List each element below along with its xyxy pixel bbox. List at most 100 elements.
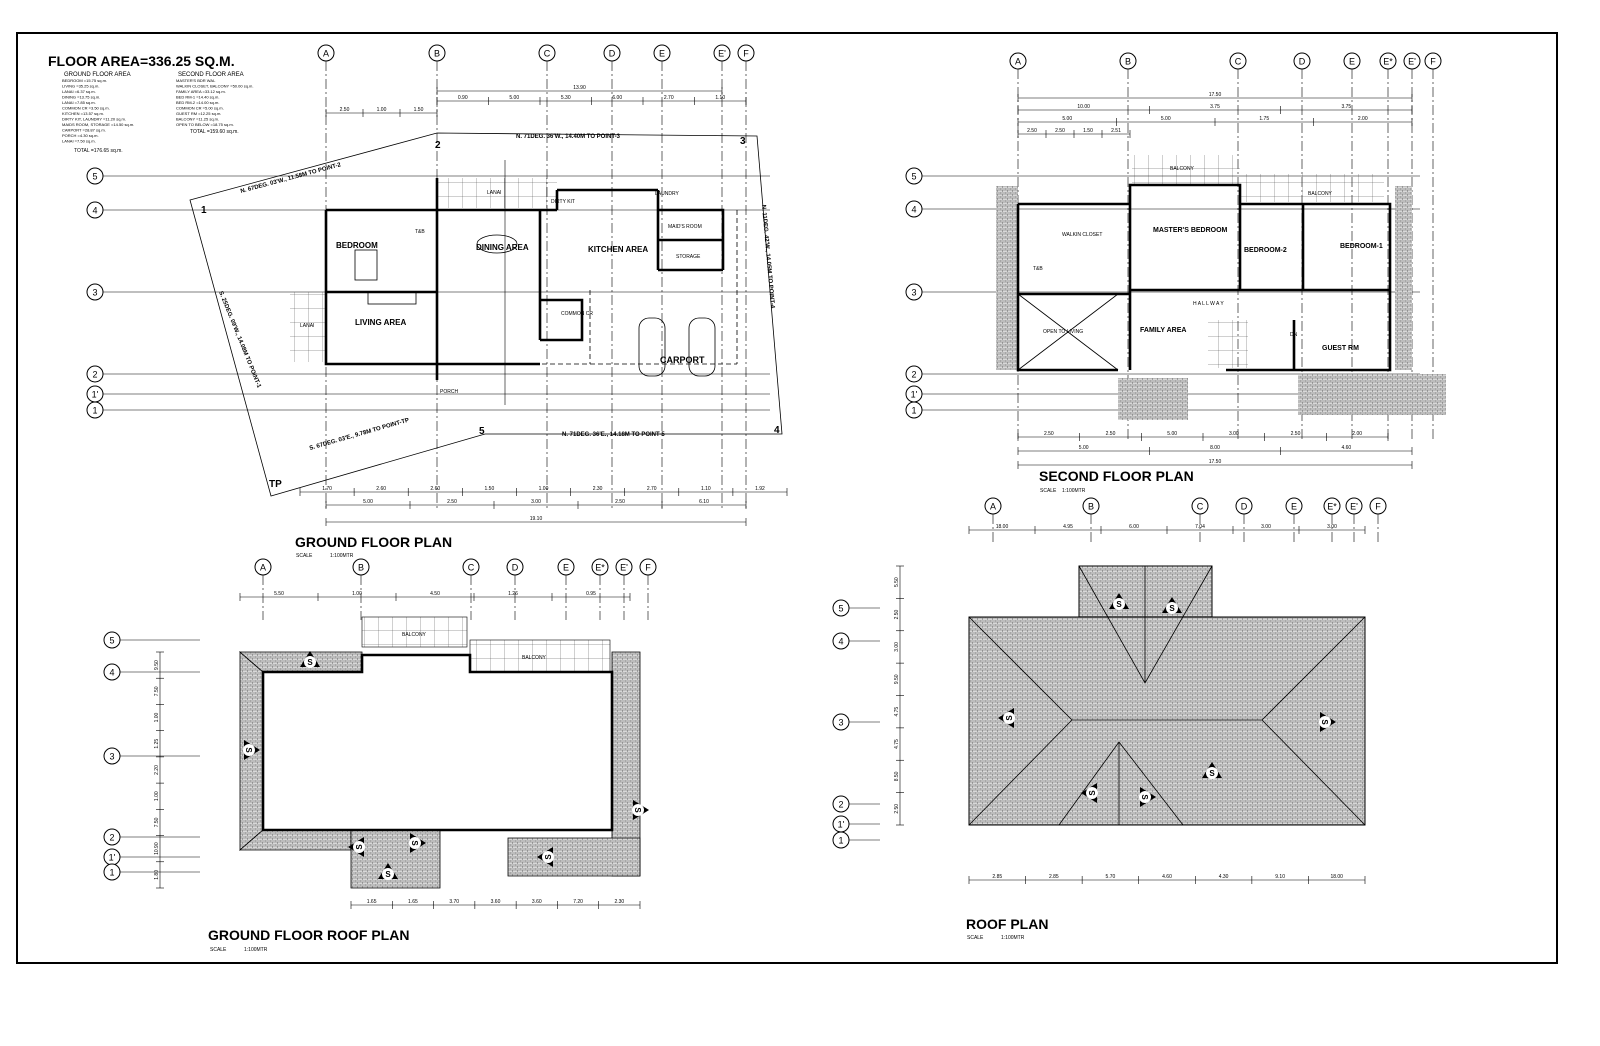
grid-bubble — [832, 795, 850, 813]
room-dirty-kit: DIRTY KIT — [551, 199, 575, 205]
dimension-value: 3.75 — [1341, 104, 1351, 110]
grid-label-E: E — [563, 563, 569, 573]
dimension-value: 1.50 — [485, 486, 495, 492]
dimension-value: 3.00 — [1327, 524, 1337, 530]
dimension-value: 2.51 — [1111, 128, 1121, 134]
second-area-total: TOTAL =159.60 sq.m. — [190, 129, 239, 135]
grid-bubble — [905, 283, 923, 301]
grid-bubble — [462, 558, 480, 576]
dimension-value: 5.50 — [894, 577, 900, 587]
room-balcony-1: BALCONY — [1170, 166, 1195, 172]
lanai-top-tile — [437, 178, 557, 208]
lot-corner-5: 5 — [479, 426, 485, 437]
grid-bubble — [653, 44, 671, 62]
grid-bubble — [1119, 52, 1137, 70]
second-area-row: GUEST RM =12.25 sq.m. — [176, 111, 221, 116]
slope-label: S — [1169, 604, 1175, 613]
dimension-value: 17.50 — [1209, 92, 1222, 98]
floor-area-block: FLOOR AREA=336.25 SQ.M. GROUND FLOOR ARE… — [48, 53, 253, 154]
dimension-value: 3.00 — [1229, 431, 1239, 437]
grid-bubble — [1235, 497, 1253, 515]
grid-label-4: 4 — [838, 637, 843, 647]
dimension-value: 4.30 — [1219, 874, 1229, 880]
dimension-value: 2.00 — [1358, 116, 1368, 122]
dimension-value: 9.50 — [154, 660, 160, 670]
lot-corner-4: 4 — [774, 425, 780, 436]
dimension-value: 18.00 — [1330, 874, 1343, 880]
dimension-value: 5.00 — [363, 499, 373, 505]
dimension-value: 5.00 — [1062, 116, 1072, 122]
lot-corner-tp: TP — [269, 479, 282, 490]
grid-label-C: C — [544, 49, 551, 59]
stair — [1208, 320, 1248, 368]
grid-bubble — [86, 201, 104, 219]
grid-bubble — [1191, 497, 1209, 515]
grid-label-D: D — [1241, 502, 1248, 512]
grid-label-E*: E* — [595, 563, 605, 573]
grid-bubble — [1369, 497, 1387, 515]
room-masters: MASTER'S BEDROOM — [1153, 227, 1228, 234]
slope-arrow: S — [998, 708, 1015, 728]
gf-roof-scale-label: SCALE — [210, 947, 227, 953]
grid-label-5: 5 — [911, 172, 916, 182]
roof-main — [968, 616, 1366, 826]
grid-label-B: B — [1125, 57, 1131, 67]
grid-label-E: E — [659, 49, 665, 59]
bearing-3: N. 11DEG. 42'W., 14.05M TO POINT-4 — [760, 205, 775, 309]
grid-bubble — [591, 558, 609, 576]
slope-label: S — [1088, 790, 1097, 796]
slope-arrow: S — [1162, 597, 1182, 614]
dimension-value: 3.60 — [532, 899, 542, 905]
roof-plan-title: ROOF PLAN — [966, 916, 1048, 932]
dimension-value: 4.60 — [1341, 445, 1351, 451]
slope-arrow: S — [409, 833, 426, 853]
ground-scale-value: 1:100MTR — [330, 553, 354, 559]
slope-arrow: S — [537, 847, 554, 867]
room-balcony-2: BALCONY — [1308, 191, 1333, 197]
second-floor-plan-title: SECOND FLOOR PLAN — [1039, 468, 1194, 484]
room-dining: DINING AREA — [476, 243, 529, 252]
room-tb2: T&B — [1033, 266, 1043, 272]
dimension-value: 2.60 — [430, 486, 440, 492]
floor-area-title: FLOOR AREA=336.25 SQ.M. — [48, 53, 235, 69]
grid-bubble — [603, 44, 621, 62]
dimension-value: 1.65 — [367, 899, 377, 905]
grid-bubble — [905, 200, 923, 218]
grid-label-1': 1' — [838, 820, 845, 830]
grid-label-1: 1 — [92, 406, 97, 416]
ground-area-row: KITCHEN =13.57 sq.m. — [62, 111, 104, 116]
bearing-5: S. 67DEG. 03'E., 9.78M TO POINT-TP — [309, 418, 410, 452]
room-lanai-top: LANAI — [487, 190, 501, 196]
grid-label-B: B — [434, 49, 440, 59]
slope-arrow: S — [243, 740, 260, 760]
grid-bubble — [905, 401, 923, 419]
ground-scale-label: SCALE — [296, 553, 313, 559]
sf-eave-porch — [1118, 378, 1188, 420]
grid-bubble — [984, 497, 1002, 515]
second-area-row: BALCONY =11.25 sq.m. — [176, 117, 219, 122]
grid-bubble — [1424, 52, 1442, 70]
slope-label: S — [355, 844, 364, 850]
grid-bubble — [254, 558, 272, 576]
grid-label-3: 3 — [92, 288, 97, 298]
dimension-value: 0.90 — [458, 95, 468, 101]
dimension-value: 3.00 — [1261, 524, 1271, 530]
grid-label-5: 5 — [92, 172, 97, 182]
dimension-value: 5.00 — [1167, 431, 1177, 437]
ground-area-row: LIVING =35.25 sq.m. — [62, 84, 99, 89]
grid-bubble — [103, 663, 121, 681]
grid-bubble — [352, 558, 370, 576]
roof-top-wing — [1078, 565, 1213, 618]
dimension-value: 5.00 — [509, 95, 519, 101]
slope-label: S — [385, 870, 391, 879]
dimension-value: 9.50 — [894, 674, 900, 684]
dimension-value: 1.25 — [154, 739, 160, 749]
dimension-value: 5.70 — [1106, 874, 1116, 880]
grid-label-E*: E* — [1327, 502, 1337, 512]
room-bedroom: BEDROOM — [336, 241, 378, 250]
bearing-6: S. 25DEG. 09'W., 14.08M TO POINT-1 — [217, 291, 262, 390]
grid-label-E*: E* — [1383, 57, 1393, 67]
ground-area-heading: GROUND FLOOR AREA — [64, 72, 131, 78]
dimension-value: 2.00 — [1352, 431, 1362, 437]
